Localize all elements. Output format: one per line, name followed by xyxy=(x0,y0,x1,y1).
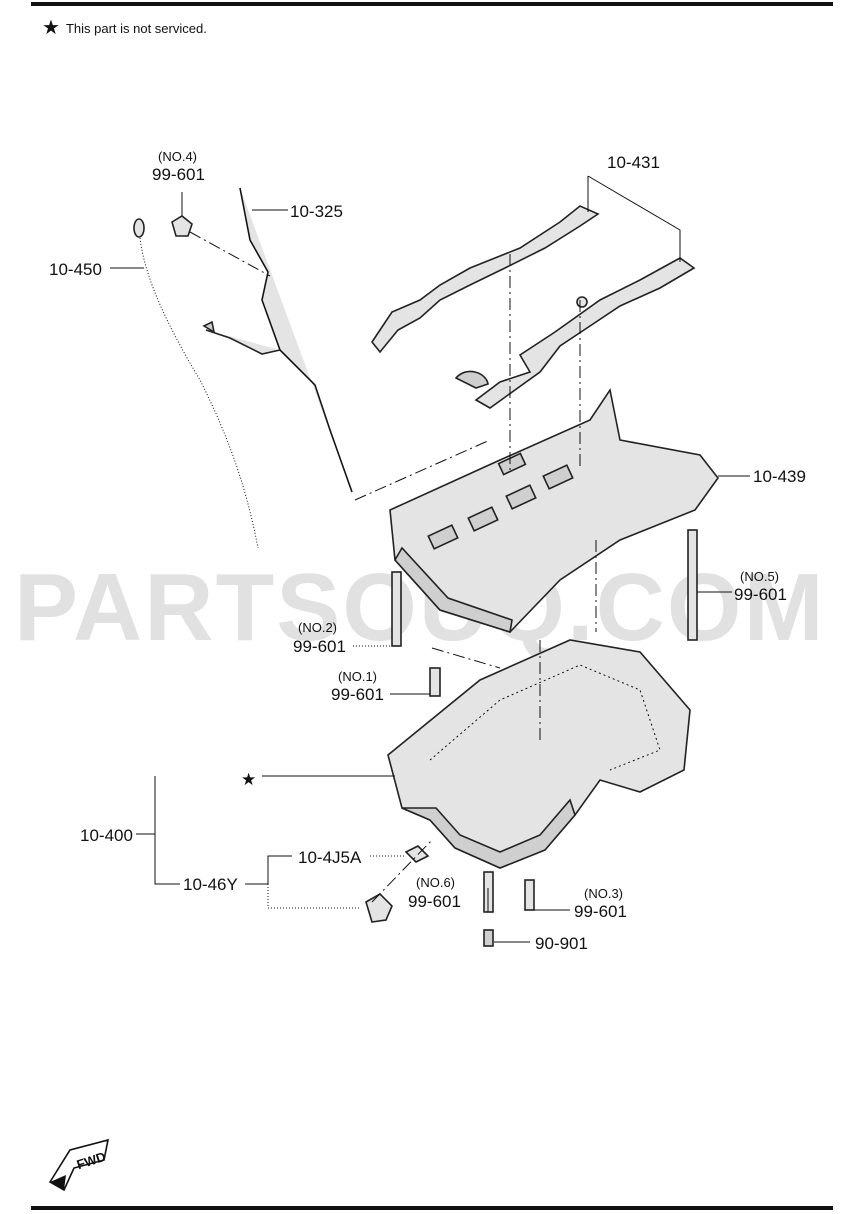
bolt-no1 xyxy=(429,667,441,697)
oil-pan-gaskets xyxy=(371,205,696,409)
label-10-400: 10-400 xyxy=(80,826,133,845)
label-99-601-no5: 99-601 xyxy=(734,585,787,604)
label-90-901: 90-901 xyxy=(535,934,588,953)
label-no6: (NO.6) xyxy=(416,875,455,890)
label-no5: (NO.5) xyxy=(740,569,779,584)
bolt-no3 xyxy=(524,879,535,911)
bolt-no5 xyxy=(687,529,698,641)
label-10-431: 10-431 xyxy=(607,153,660,172)
bottom-border-rule xyxy=(31,1206,833,1210)
label-99-601-no4: 99-601 xyxy=(152,165,205,184)
bolt-no4 xyxy=(171,215,193,237)
label-no2: (NO.2) xyxy=(298,620,337,635)
leader-lines xyxy=(110,175,750,943)
not-serviced-note: ★ This part is not serviced. xyxy=(42,18,207,38)
bolt-no2 xyxy=(391,571,402,647)
dipstick-tube xyxy=(202,187,353,493)
label-10-46Y: 10-46Y xyxy=(183,875,238,894)
drain-washer xyxy=(404,845,430,863)
star-icon: ★ xyxy=(42,17,60,39)
not-serviced-text: This part is not serviced. xyxy=(65,20,207,36)
label-10-4J5A: 10-4J5A xyxy=(298,848,362,867)
fwd-arrow-icon: FWD xyxy=(48,1138,110,1192)
drain-plug xyxy=(483,929,494,947)
label-no3: (NO.3) xyxy=(584,886,623,901)
label-no4: (NO.4) xyxy=(158,149,197,164)
label-10-450: 10-450 xyxy=(49,260,102,279)
drain-plug-assy xyxy=(365,893,393,923)
top-border-rule xyxy=(31,2,833,6)
label-10-439: 10-439 xyxy=(753,467,806,486)
oil-pan xyxy=(387,639,691,869)
label-99-601-no2: 99-601 xyxy=(293,637,346,656)
label-10-325: 10-325 xyxy=(290,202,343,221)
label-no1: (NO.1) xyxy=(338,669,377,684)
not-serviced-star-icon: ★ xyxy=(241,770,256,789)
oil-pan-baffle-plate xyxy=(389,387,719,634)
oil-dipstick xyxy=(133,218,259,549)
label-99-601-no6: 99-601 xyxy=(408,892,461,911)
label-99-601-no1: 99-601 xyxy=(331,685,384,704)
label-99-601-no3: 99-601 xyxy=(574,902,627,921)
